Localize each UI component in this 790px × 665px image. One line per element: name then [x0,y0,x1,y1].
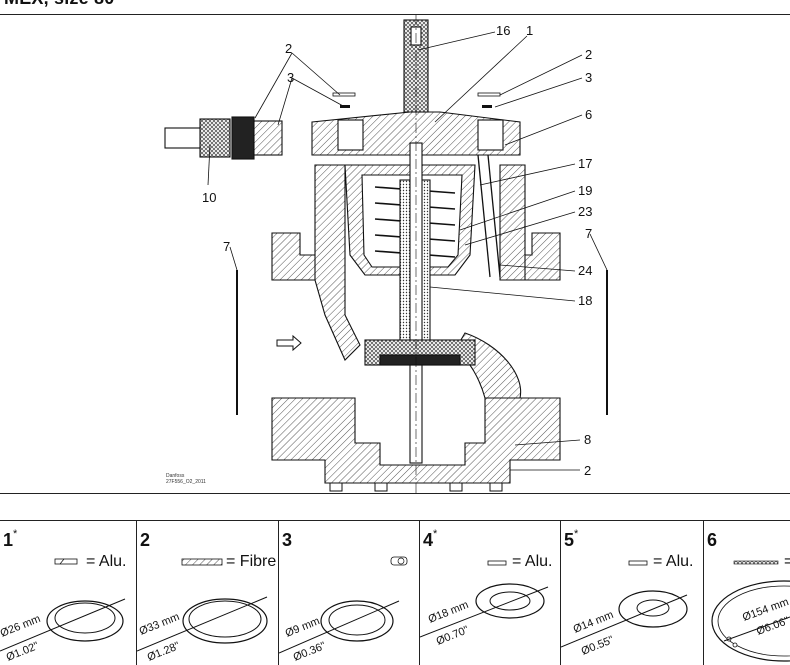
card-4-dim-in: Ø0.70" [435,624,471,648]
flow-arrow [276,334,302,352]
card-1-material: = Alu. [86,553,127,570]
card-1-number: 1* [3,528,18,550]
callout-3-left: 3 [287,70,294,85]
callout-3-right: 3 [585,70,592,85]
card-1-dim-in: Ø1.02" [5,640,41,664]
body-wall-right [499,164,526,281]
callout-2-left: 2 [285,41,292,56]
card-2-number: 2 [140,530,151,550]
gasket-card-1: Ø26 mm Ø1.02" 1* = Alu. [0,521,137,665]
callout-2-bottom: 2 [584,463,591,478]
gasket-card-4: Ø18 mm Ø0.70" 4* = Alu. [420,521,561,665]
card-5-material: = Alu. [653,553,694,570]
card-3-dim-in: Ø0.36" [292,640,328,664]
body-wall-left [314,164,361,361]
callout-2-right: 2 [585,47,592,62]
callout-7-left: 7 [223,239,230,254]
drawing-code: 27F556_O2_2011 [166,479,206,485]
callout-6: 6 [585,107,592,122]
left-flange [271,232,321,281]
card-5-number: 5* [564,528,579,550]
card-3-number: 3 [282,530,293,550]
callout-17: 17 [578,156,592,171]
gasket-card-3: Ø9 mm Ø0.36" 3 [279,521,420,665]
callout-1: 1 [526,23,533,38]
callout-19: 19 [578,183,592,198]
card-4-material: = Alu. [512,553,553,570]
card-6-material: = [784,553,790,570]
card-3-dim-mm: Ø9 mm [284,615,322,640]
callout-24: 24 [578,263,592,278]
card-2-material: = Fibre [226,553,277,570]
callout-7-right: 7 [585,226,592,241]
card-2-dim-mm: Ø33 mm [138,611,182,638]
callout-18: 18 [578,293,592,308]
top-divider [0,14,790,15]
gasket-card-row: Ø26 mm Ø1.02" 1* = Alu. Ø33 mm Ø1.28" 2 … [0,520,790,665]
valve-cross-section-diagram: 16 1 2 3 2 3 6 10 17 19 23 7 7 24 18 8 2… [164,15,608,493]
gasket-card-6: Ø154 mm Ø6.06" 6 = [704,521,790,665]
card-4-number: 4* [423,528,438,550]
gasket-card-2: Ø33 mm Ø1.28" 2 = Fibre [137,521,279,665]
gasket-card-5: Ø14 mm Ø0.55" 5* = Alu. [561,521,704,665]
callout-23: 23 [578,204,592,219]
callout-16: 16 [496,23,510,38]
card-4-dim-mm: Ø18 mm [427,599,471,626]
drawing-credit: Danfoss [166,473,185,479]
page-title: MEX, size 80 [4,0,114,9]
card-6-number: 6 [707,530,718,550]
card-5-dim-mm: Ø14 mm [572,609,616,636]
card-2-dim-in: Ø1.28" [146,640,182,664]
section-divider [0,493,790,494]
callout-8: 8 [584,432,591,447]
callout-10: 10 [202,190,216,205]
